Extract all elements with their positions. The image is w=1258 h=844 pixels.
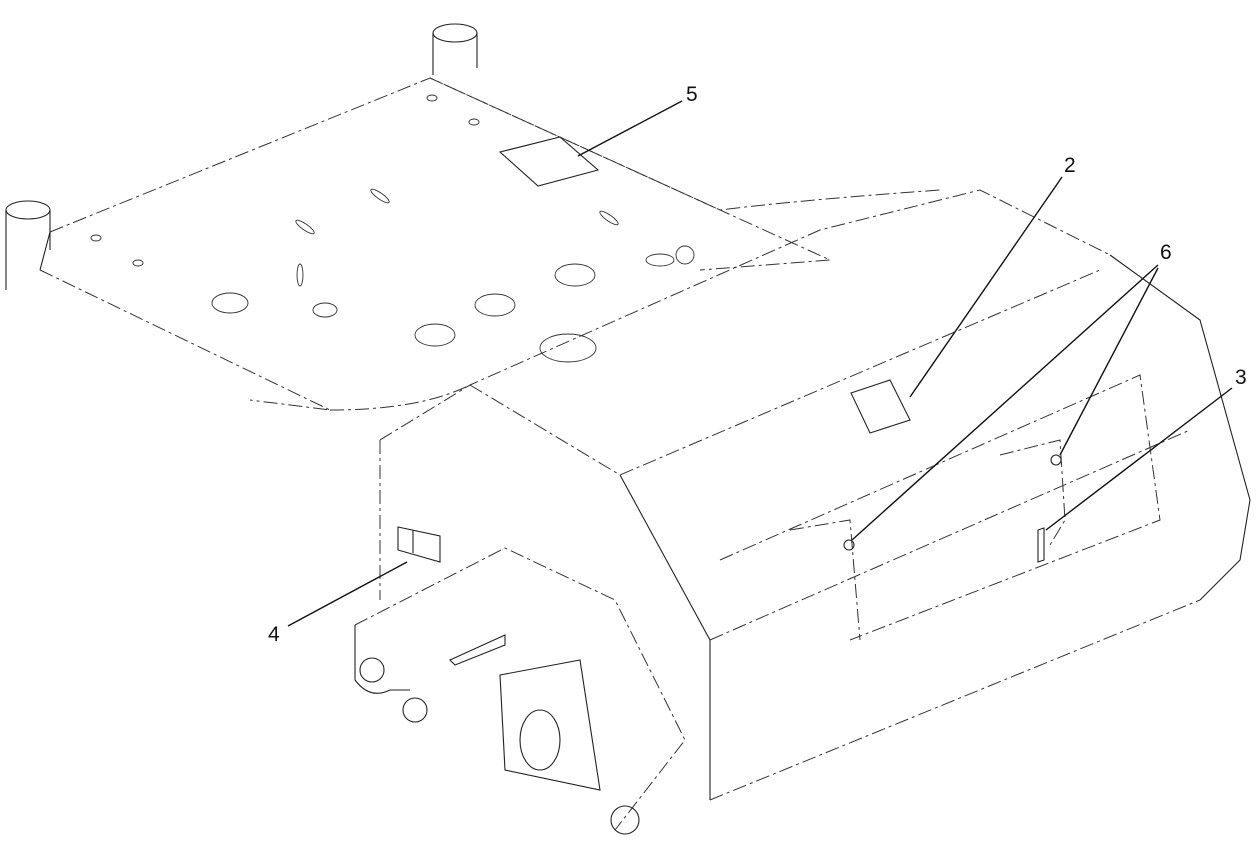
callout-2: 2 [1064,154,1076,177]
top-plate [5,23,941,411]
callout-4: 4 [268,623,280,646]
callout-3: 3 [1235,366,1247,389]
front-hitch [354,547,686,835]
frame-body [379,189,1251,801]
callout-6: 6 [1160,241,1172,264]
leader-lines [287,100,1233,627]
callout-5: 5 [686,83,698,106]
